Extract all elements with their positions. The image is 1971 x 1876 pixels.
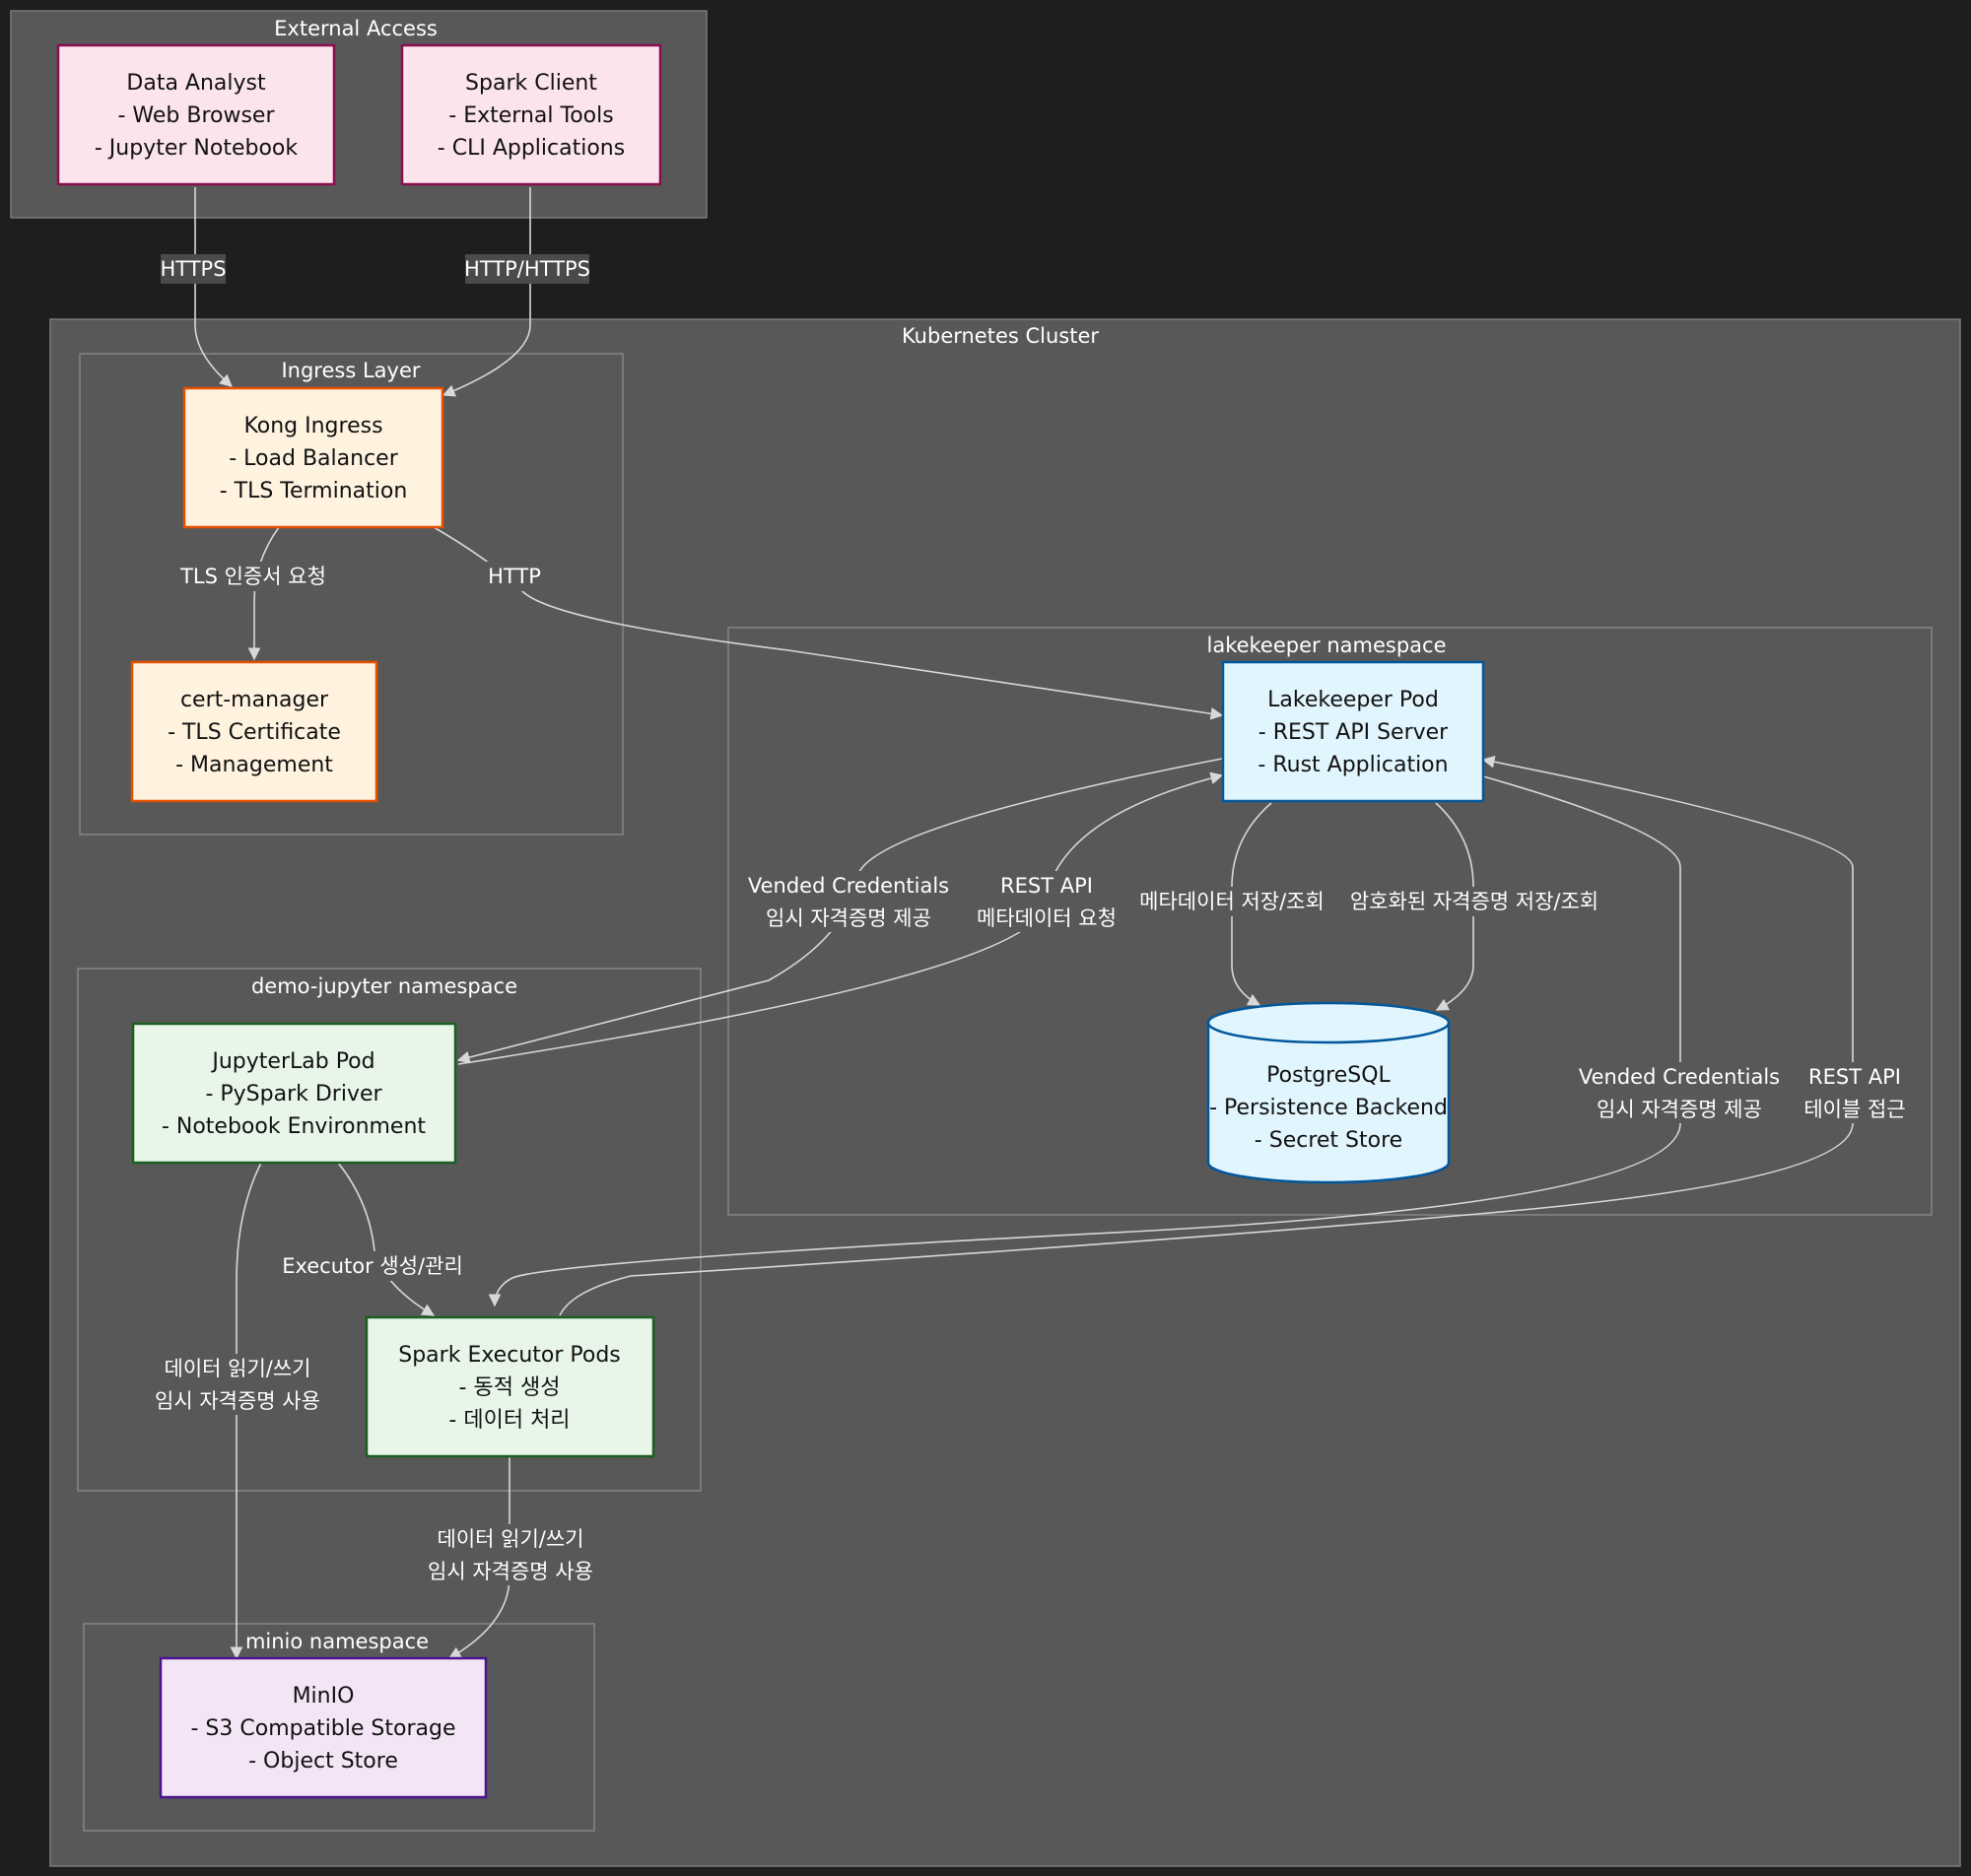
- edge-label-vended-1-line2: 임시 자격증명 제공: [766, 906, 931, 930]
- node-data-analyst-line3: - Jupyter Notebook: [95, 136, 299, 161]
- cluster-kubernetes-title: Kubernetes Cluster: [902, 324, 1099, 348]
- edge-label-vended-2-line2: 임시 자격증명 제공: [1597, 1098, 1762, 1121]
- node-lakekeeper-pod-title: Lakekeeper Pod: [1267, 688, 1439, 712]
- edge-label-rw-2-line1: 데이터 읽기/쓰기: [438, 1527, 584, 1551]
- node-minio-line2: - S3 Compatible Storage: [190, 1716, 455, 1741]
- edge-label-executor-mgmt-text: Executor 생성/관리: [282, 1254, 463, 1278]
- node-spark-client-title: Spark Client: [465, 71, 597, 96]
- edge-label-meta-store: 메타데이터 저장/조회: [1138, 887, 1325, 916]
- node-cert-manager[interactable]: cert-manager - TLS Certificate - Managem…: [130, 660, 378, 803]
- edge-label-rest-1-line1: REST API: [1000, 874, 1093, 898]
- edge-kong-to-lakekeeper: [433, 526, 1224, 720]
- cluster-external-access-title: External Access: [274, 17, 438, 40]
- node-cert-manager-title: cert-manager: [180, 688, 329, 712]
- node-spark-client[interactable]: Spark Client - External Tools - CLI Appl…: [400, 43, 662, 186]
- edge-label-https: HTTPS: [160, 254, 227, 284]
- node-data-analyst-line2: - Web Browser: [117, 103, 275, 128]
- edge-lakekeeper-vended-to-executor: [488, 775, 1681, 1307]
- cluster-ingress-layer-title: Ingress Layer: [281, 359, 420, 382]
- node-spark-client-line2: - External Tools: [448, 103, 613, 128]
- edge-spark-client-to-kong: [442, 187, 531, 397]
- node-minio[interactable]: MinIO - S3 Compatible Storage - Object S…: [159, 1656, 488, 1799]
- edge-lakekeeper-vended-to-jupyterlab: [456, 758, 1223, 1064]
- edge-label-rest-2-line1: REST API: [1808, 1065, 1901, 1089]
- edge-label-http-https: HTTP/HTTPS: [464, 254, 590, 284]
- edge-label-https-text: HTTPS: [160, 257, 226, 281]
- node-postgresql-line3: - Secret Store: [1255, 1128, 1402, 1153]
- node-lakekeeper-pod[interactable]: Lakekeeper Pod - REST API Server - Rust …: [1221, 660, 1485, 803]
- cluster-demo-jupyter-namespace-title: demo-jupyter namespace: [251, 974, 517, 998]
- edge-label-meta-store-text: 메타데이터 저장/조회: [1139, 890, 1325, 913]
- cluster-lakekeeper-namespace-title: lakekeeper namespace: [1206, 634, 1446, 657]
- edge-label-rest-2: REST API 테이블 접근: [1800, 1062, 1910, 1123]
- node-kong-ingress-line3: - TLS Termination: [220, 479, 408, 503]
- edge-lakekeeper-to-postgres-meta: [1231, 802, 1272, 1006]
- edge-label-rest-1: REST API 메타데이터 요청: [974, 871, 1120, 932]
- edge-label-http-text: HTTP: [488, 565, 541, 588]
- edge-label-rw-1-line1: 데이터 읽기/쓰기: [165, 1357, 311, 1380]
- node-minio-title: MinIO: [293, 1684, 355, 1708]
- node-lakekeeper-pod-line2: - REST API Server: [1258, 720, 1449, 745]
- node-data-analyst-title: Data Analyst: [126, 71, 266, 96]
- edge-label-rest-1-line2: 메타데이터 요청: [977, 906, 1117, 930]
- cluster-minio-namespace-title: minio namespace: [245, 1630, 429, 1653]
- edge-label-rest-2-line2: 테이블 접근: [1803, 1098, 1905, 1121]
- edge-labels: HTTPS HTTP/HTTPS TLS 인증서 요청 HTTP Vended …: [149, 254, 1910, 1585]
- edge-label-executor-mgmt: Executor 생성/관리: [281, 1251, 464, 1281]
- edge-label-vended-2: Vended Credentials 임시 자격증명 제공: [1579, 1062, 1780, 1123]
- node-data-analyst[interactable]: Data Analyst - Web Browser - Jupyter Not…: [56, 43, 336, 186]
- edge-label-vended-2-line1: Vended Credentials: [1579, 1065, 1780, 1089]
- node-spark-executor-pods-line2: - 동적 생성: [459, 1375, 561, 1400]
- edge-label-rw-1-line2: 임시 자격증명 사용: [155, 1389, 320, 1413]
- edge-jupyterlab-to-minio: [230, 1162, 262, 1660]
- edge-analyst-to-kong: [194, 187, 233, 387]
- edge-label-tls-request: TLS 인증서 요청: [177, 562, 330, 591]
- node-kong-ingress-line2: - Load Balancer: [229, 446, 398, 471]
- node-spark-executor-pods-line3: - 데이터 처리: [448, 1408, 570, 1433]
- node-spark-client-line3: - CLI Applications: [438, 136, 625, 161]
- edge-executor-rest-to-lakekeeper: [559, 755, 1854, 1316]
- edge-label-cred-store: 암호화된 자격증명 저장/조회: [1348, 887, 1600, 916]
- edge-label-rw-2-line2: 임시 자격증명 사용: [428, 1560, 593, 1583]
- node-minio-line3: - Object Store: [248, 1749, 398, 1774]
- edge-label-http-https-text: HTTP/HTTPS: [464, 257, 590, 281]
- node-postgresql-title: PostgreSQL: [1266, 1063, 1391, 1088]
- node-jupyterlab-pod[interactable]: JupyterLab Pod - PySpark Driver - Notebo…: [131, 1022, 457, 1165]
- edge-label-cred-store-text: 암호화된 자격증명 저장/조회: [1350, 890, 1598, 913]
- node-kong-ingress[interactable]: Kong Ingress - Load Balancer - TLS Termi…: [182, 386, 444, 529]
- node-postgresql-line2: - Persistence Backend: [1209, 1096, 1448, 1120]
- edge-label-vended-1: Vended Credentials 임시 자격증명 제공: [748, 871, 949, 932]
- node-postgresql[interactable]: PostgreSQL - Persistence Backend - Secre…: [1206, 1001, 1451, 1184]
- node-jupyterlab-pod-line3: - Notebook Environment: [162, 1114, 426, 1139]
- node-spark-executor-pods[interactable]: Spark Executor Pods - 동적 생성 - 데이터 처리: [365, 1315, 655, 1458]
- edge-label-rw-1: 데이터 읽기/쓰기 임시 자격증명 사용: [149, 1354, 326, 1415]
- node-spark-executor-pods-title: Spark Executor Pods: [398, 1343, 621, 1368]
- node-jupyterlab-pod-title: JupyterLab Pod: [210, 1049, 374, 1074]
- edge-label-tls-request-text: TLS 인증서 요청: [179, 565, 326, 588]
- edge-label-http: HTTP: [483, 562, 546, 591]
- node-kong-ingress-title: Kong Ingress: [243, 414, 382, 438]
- node-cert-manager-line3: - Management: [175, 753, 333, 777]
- edge-jupyterlab-to-executor: [337, 1162, 436, 1316]
- node-lakekeeper-pod-line3: - Rust Application: [1257, 753, 1448, 777]
- edge-label-vended-1-line1: Vended Credentials: [748, 874, 949, 898]
- node-jupyterlab-pod-line2: - PySpark Driver: [205, 1082, 382, 1106]
- node-cert-manager-line2: - TLS Certificate: [168, 720, 341, 745]
- edge-label-rw-2: 데이터 읽기/쓰기 임시 자격증명 사용: [421, 1524, 598, 1585]
